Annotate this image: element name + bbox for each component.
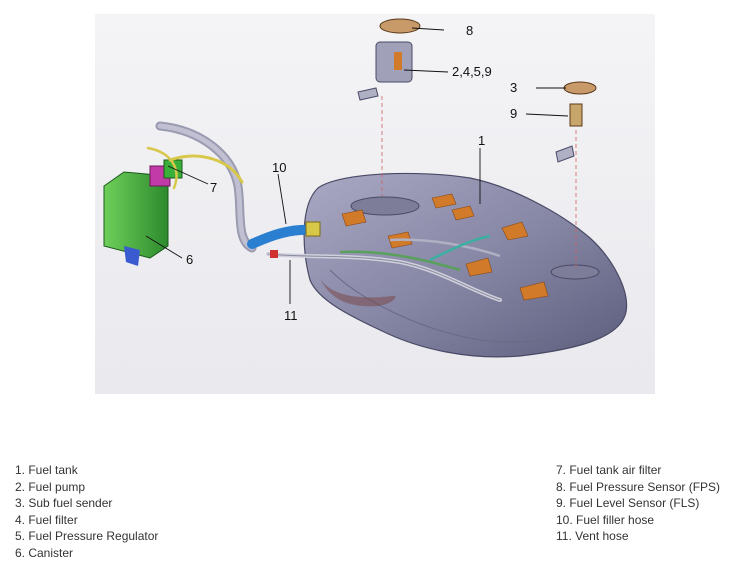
- fuel-tank: [303, 172, 628, 358]
- legend-item: 8. Fuel Pressure Sensor (FPS): [556, 479, 721, 494]
- callout-8: 8: [466, 23, 473, 38]
- filler-neck: [146, 121, 257, 253]
- vent-hose: [266, 250, 502, 302]
- leader-lines: [145, 27, 569, 304]
- legend-item: 10. Fuel filler hose: [556, 512, 655, 527]
- legend-item: 11. Vent hose: [556, 529, 629, 544]
- fuel-filler-hose: [247, 221, 321, 249]
- legend-item: 7. Fuel tank air filter: [556, 463, 662, 477]
- sub-fuel-sender: [555, 81, 597, 268]
- legend-left: 1. Fuel tank 2. Fuel pump 3. Sub fuel se…: [15, 462, 158, 562]
- fuel-lines: [339, 234, 501, 272]
- callout-9: 9: [510, 106, 517, 121]
- legend-item: 9. Fuel Level Sensor (FLS): [556, 496, 700, 511]
- legend-item: 4. Fuel filter: [15, 512, 78, 527]
- fuel-pump-module: [357, 18, 421, 196]
- callout-3: 3: [510, 80, 517, 95]
- tank-pads: [341, 193, 549, 301]
- legend-item: 6. Canister: [15, 545, 74, 560]
- legend-item: 3. Sub fuel sender: [15, 496, 113, 511]
- callout-11: 11: [284, 308, 298, 323]
- legend-item: 2. Fuel pump: [15, 479, 86, 494]
- fuel-system-diagram: 1 8 2,4,5,9 3 9 7 6 10 11: [95, 14, 655, 394]
- callout-7: 7: [210, 180, 217, 195]
- legend-right: 7. Fuel tank air filter 8. Fuel Pressure…: [556, 462, 720, 545]
- callout-10: 10: [272, 160, 286, 175]
- callout-6: 6: [186, 252, 193, 267]
- callout-2-4-5-9: 2,4,5,9: [452, 64, 492, 79]
- legend-item: 1. Fuel tank: [15, 463, 78, 477]
- callout-1: 1: [478, 133, 485, 148]
- legend-item: 5. Fuel Pressure Regulator: [15, 529, 159, 544]
